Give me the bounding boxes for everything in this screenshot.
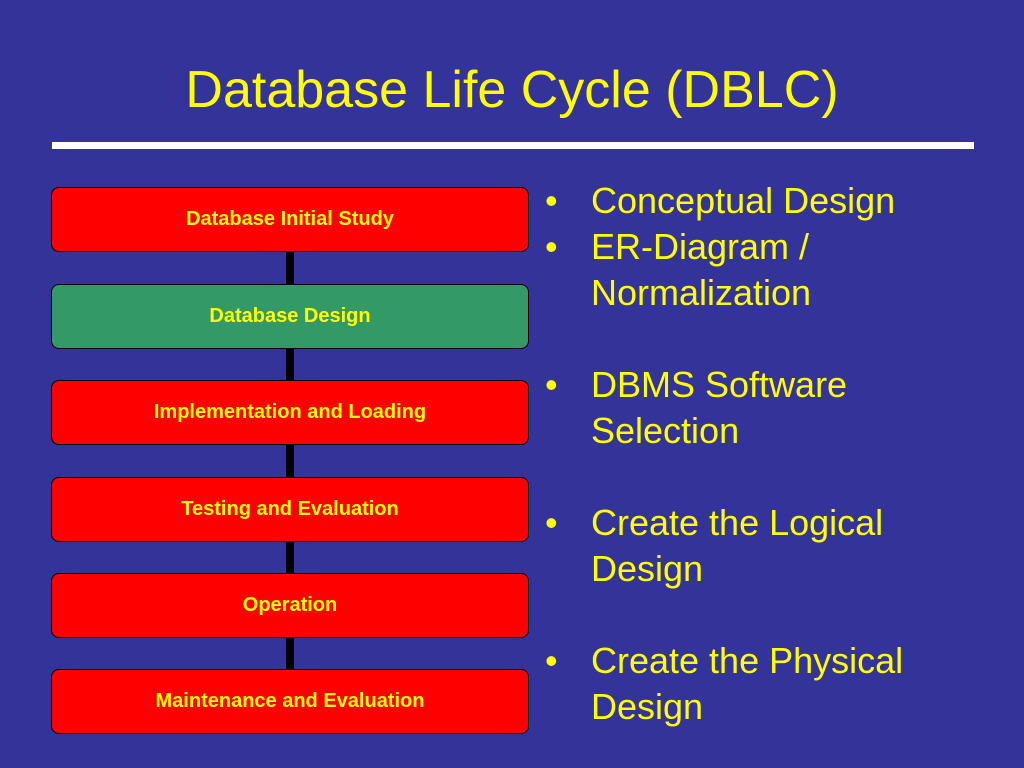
bullet-marker: • — [545, 364, 558, 405]
bullet-text: Conceptual Design — [591, 180, 896, 221]
title-underline — [52, 142, 974, 149]
bullet-item: • Conceptual Design — [545, 178, 1015, 224]
bullet-text: ER-Diagram / Normalization — [591, 226, 812, 313]
bullet-marker: • — [545, 226, 558, 267]
stage-connector-line — [286, 250, 294, 675]
bullet-text: Create the Physical Design — [591, 640, 904, 727]
stage-testing-and-evaluation: Testing and Evaluation — [51, 477, 529, 542]
bullet-marker: • — [545, 180, 558, 221]
bullet-text: Create the Logical Design — [591, 502, 884, 589]
stage-maintenance-and-evaluation: Maintenance and Evaluation — [51, 669, 529, 734]
bullet-item: • Create the Physical Design — [545, 638, 1015, 730]
stage-operation: Operation — [51, 573, 529, 638]
stage-database-initial-study: Database Initial Study — [51, 187, 529, 252]
bullet-list: • Conceptual Design • ER-Diagram / Norma… — [545, 178, 1015, 730]
slide-title: Database Life Cycle (DBLC) — [185, 61, 839, 119]
bullet-marker: • — [545, 640, 558, 681]
stage-implementation-and-loading: Implementation and Loading — [51, 380, 529, 445]
bullet-item: • Create the Logical Design — [545, 500, 1015, 592]
bullet-item: • DBMS Software Selection — [545, 362, 1015, 454]
bullet-text: DBMS Software Selection — [591, 364, 848, 451]
stage-database-design: Database Design — [51, 284, 529, 349]
bullet-item: • ER-Diagram / Normalization — [545, 224, 1015, 316]
bullet-marker: • — [545, 502, 558, 543]
